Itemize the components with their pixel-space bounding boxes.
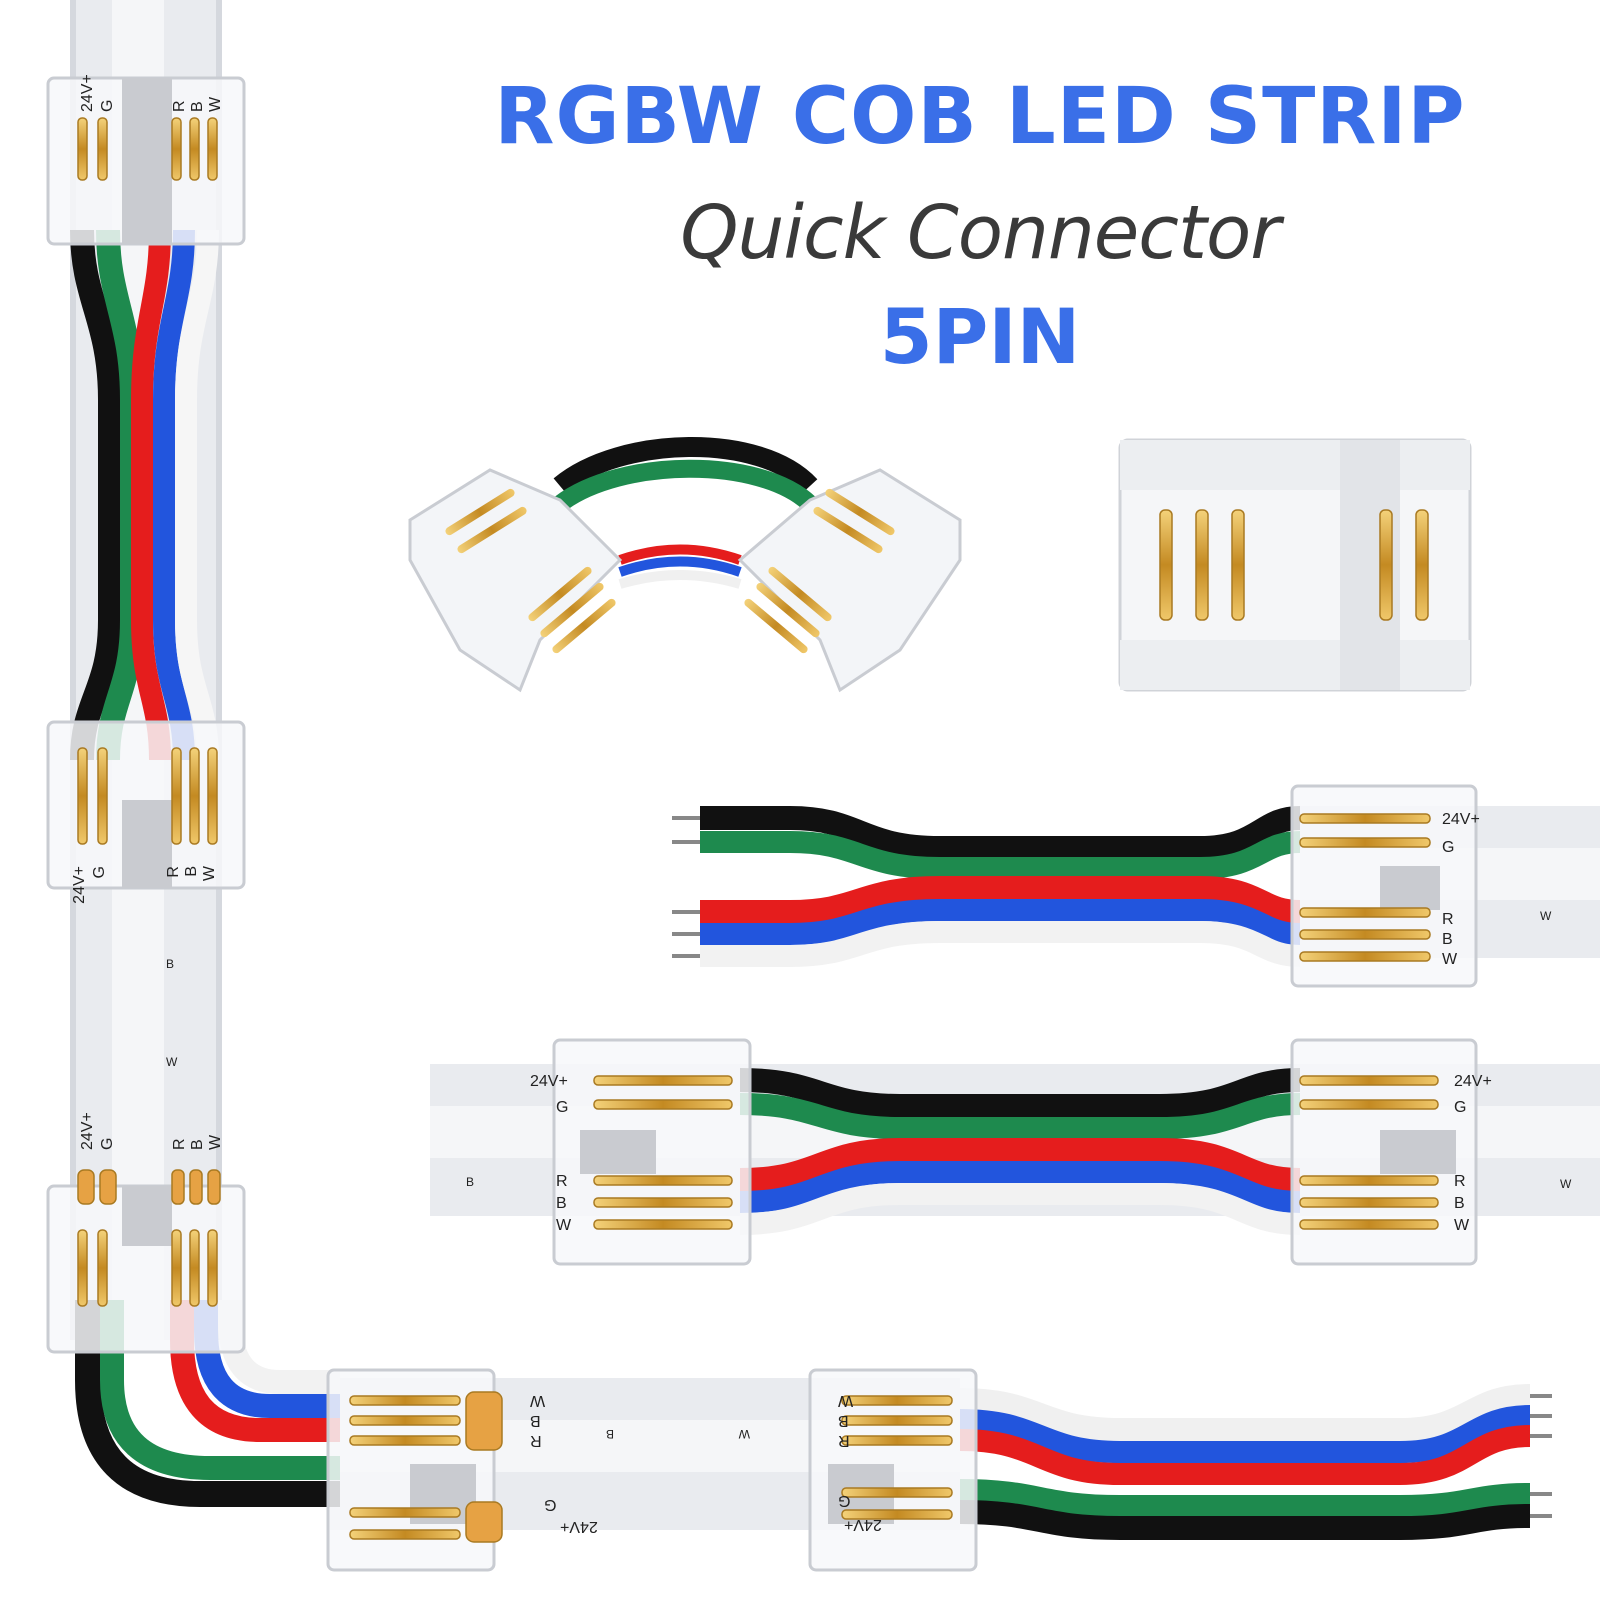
strip-mark-w-ur: W <box>1540 909 1552 923</box>
label-g-mid: G <box>91 866 108 878</box>
product-subtitle: Quick Connector <box>680 190 1280 276</box>
label-b-low: B <box>189 1139 206 1150</box>
label-g-ml: G <box>556 1099 568 1116</box>
label-w-ur: W <box>1442 951 1458 968</box>
label-w-br: W <box>837 1392 853 1409</box>
label-b-bl: B <box>530 1412 541 1429</box>
label-w-mid: W <box>201 865 218 881</box>
label-r-mr: R <box>1454 1173 1466 1190</box>
bottom-horizontal-strip <box>330 1378 960 1530</box>
label-r-mid: R <box>165 866 182 878</box>
label-g-mr: G <box>1454 1099 1466 1116</box>
label-24v-mid: 24V+ <box>71 866 88 904</box>
l-shaped-connector-product <box>408 437 962 693</box>
label-r-ur: R <box>1442 911 1454 928</box>
label-b-mid: B <box>183 866 200 877</box>
label-24v-ur: 24V+ <box>1442 811 1480 828</box>
vertical-jumper-cable <box>70 229 219 761</box>
upper-pigtail-cable <box>700 806 1301 967</box>
strip-mark-w-bl: W <box>738 1427 750 1441</box>
label-24v-top: 24V+ <box>79 74 96 112</box>
label-w-bl: W <box>529 1392 545 1409</box>
label-w-top: W <box>207 96 224 112</box>
label-r-ml: R <box>556 1173 568 1190</box>
straight-connector-product <box>1118 438 1472 692</box>
label-b-ur: B <box>1442 931 1453 948</box>
strip-mark-b-bl: B <box>606 1427 614 1441</box>
label-24v-br: 24V+ <box>844 1516 882 1533</box>
bottom-cable-tinned-ends <box>1530 1394 1552 1518</box>
label-g-top: G <box>99 100 116 112</box>
label-b-ml: B <box>556 1195 567 1212</box>
label-r-bl: R <box>530 1432 542 1449</box>
label-24v-ml: 24V+ <box>530 1073 568 1090</box>
middle-jumper-cable <box>739 1068 1301 1235</box>
label-24v-low: 24V+ <box>79 1112 96 1150</box>
middle-horizontal-strip <box>430 1064 1600 1216</box>
label-24v-bl: 24V+ <box>560 1518 598 1535</box>
label-w-low: W <box>207 1134 224 1150</box>
label-b-br: B <box>838 1412 849 1429</box>
pigtail-tinned-ends <box>672 816 700 958</box>
label-r-br: R <box>838 1432 850 1449</box>
label-w-ml: W <box>556 1217 572 1234</box>
upper-right-strip <box>1300 806 1600 958</box>
label-g-br: G <box>838 1492 850 1509</box>
product-title: RGBW COB LED STRIP <box>494 72 1466 162</box>
label-b-mr: B <box>1454 1195 1465 1212</box>
corner-l-cable <box>75 1300 340 1507</box>
label-r-top: R <box>171 100 188 112</box>
strip-mark-b: B <box>166 957 174 971</box>
pin-count: 5PIN <box>879 292 1081 381</box>
label-b-top: B <box>189 101 206 112</box>
label-g-bl: G <box>544 1496 556 1513</box>
strip-mark-w: W <box>166 1055 178 1069</box>
label-r-low: R <box>171 1138 188 1150</box>
strip-mark-b-ml: B <box>466 1175 474 1189</box>
label-g-low: G <box>99 1138 116 1150</box>
left-vertical-strip <box>70 0 222 1340</box>
label-24v-mr: 24V+ <box>1454 1073 1492 1090</box>
bottom-extension-cable <box>959 1384 1531 1540</box>
label-w-mr: W <box>1454 1217 1470 1234</box>
strip-mark-w-mr: W <box>1560 1177 1572 1191</box>
label-g-ur: G <box>1442 839 1454 856</box>
